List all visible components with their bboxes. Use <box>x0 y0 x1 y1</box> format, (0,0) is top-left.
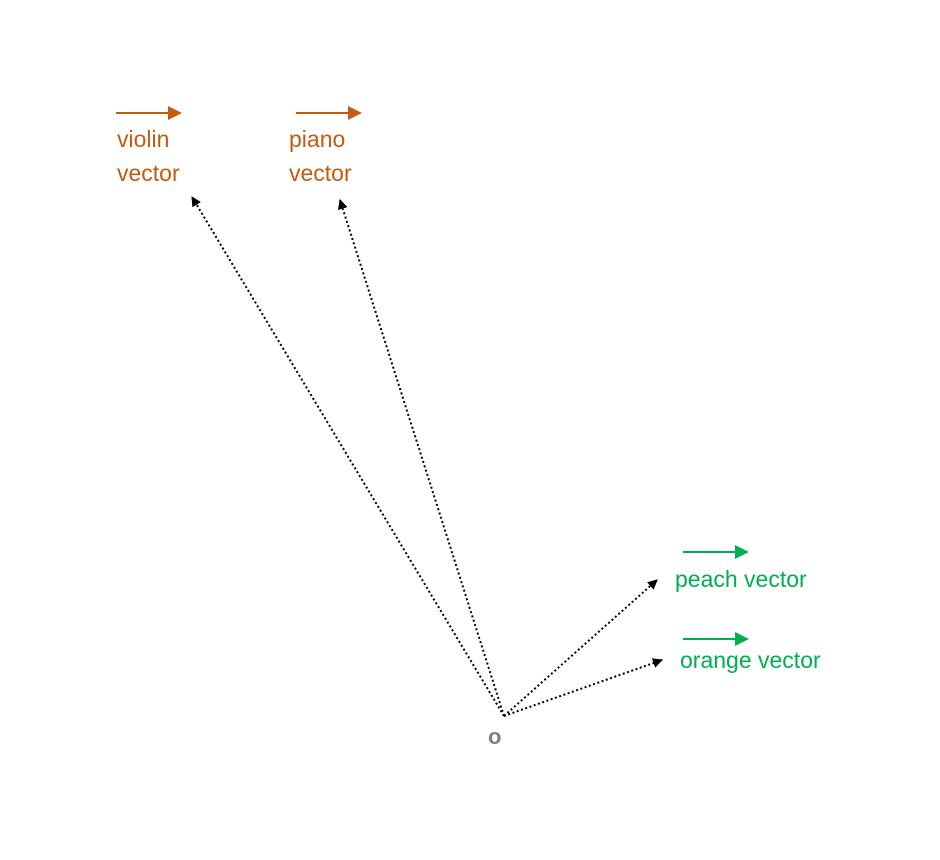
orange-vector-label: orange vector <box>680 647 821 673</box>
origin-label: o <box>488 724 502 749</box>
piano-label-arrow <box>296 106 362 120</box>
peach-vector-label: peach vector <box>675 566 807 592</box>
piano-vector-arrow <box>337 199 505 717</box>
orange-label-arrow <box>683 632 749 646</box>
violin-label-arrow <box>116 106 182 120</box>
violin-vector-label: violin vector <box>117 126 180 186</box>
violin-vector-arrow <box>191 196 505 717</box>
peach-label-arrow <box>683 545 749 559</box>
piano-vector-label: piano vector <box>289 126 352 186</box>
orange-vector-arrow <box>503 658 663 717</box>
peach-vector-arrow <box>503 579 658 717</box>
